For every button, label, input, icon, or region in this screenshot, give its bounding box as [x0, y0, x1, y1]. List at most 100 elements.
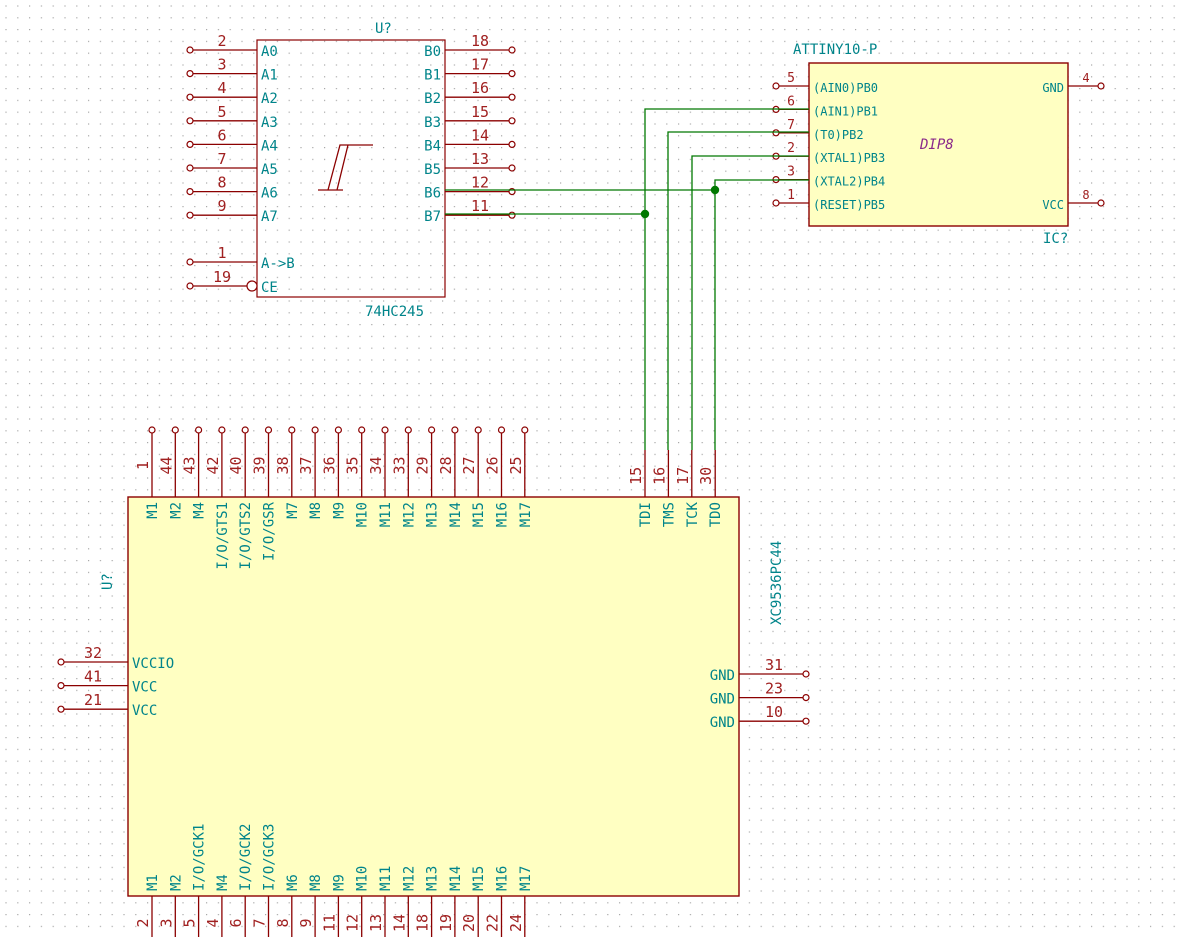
pin-terminal[interactable] [171, 426, 179, 434]
xc-pin-39[interactable]: 39I/O/GSR [251, 426, 278, 561]
wire-tms-pb2[interactable] [667, 131, 809, 450]
pin-terminal[interactable] [186, 164, 194, 172]
pin-terminal[interactable] [288, 426, 296, 434]
xc-pin-4[interactable]: 4M4 [204, 874, 231, 937]
pin-terminal[interactable] [1097, 199, 1105, 207]
xc-pin-42[interactable]: 42I/O/GTS1 [204, 426, 231, 569]
pin-terminal[interactable] [186, 211, 194, 219]
symbol-xc9536[interactable]: U? XC9536PC44 1M144M243M442I/O/GTS140I/O… [57, 426, 810, 937]
attiny-pin-1[interactable]: 1(RESET)PB5 [772, 188, 885, 212]
pin-terminal[interactable] [772, 199, 780, 207]
pin-terminal[interactable] [358, 426, 366, 434]
pin-terminal[interactable] [508, 93, 516, 101]
pin-terminal[interactable] [241, 426, 249, 434]
pin-terminal[interactable] [508, 46, 516, 54]
pin-terminal[interactable] [311, 426, 319, 434]
xc-pin-1[interactable]: 1M1 [134, 426, 161, 519]
wire-tck-pb3[interactable] [691, 155, 809, 450]
pin-terminal[interactable] [1097, 82, 1105, 90]
pin-terminal[interactable] [802, 693, 810, 702]
pin-terminal[interactable] [451, 426, 459, 434]
u74-pin-6[interactable]: 6A4 [186, 126, 278, 154]
pin-terminal[interactable] [57, 658, 65, 666]
u74-pin-2[interactable]: 2A0 [186, 32, 278, 60]
pin-terminal[interactable] [218, 426, 226, 434]
pin-terminal[interactable] [772, 129, 780, 137]
wire-tdi-pb1[interactable] [644, 108, 809, 450]
pin-terminal[interactable] [148, 426, 156, 434]
attiny-pin-7[interactable]: 7(T0)PB2 [772, 118, 864, 142]
pin-terminal[interactable] [772, 82, 780, 90]
pin-terminal[interactable] [186, 117, 194, 125]
xc-pin-9[interactable]: 9M8 [297, 874, 324, 937]
pin-terminal[interactable] [186, 69, 194, 78]
u74-pin-3[interactable]: 3A1 [186, 56, 278, 84]
pin-terminal[interactable] [186, 188, 194, 196]
u74-pin-7[interactable]: 7A5 [186, 150, 278, 178]
attiny-pin-5[interactable]: 5(AIN0)PB0 [772, 71, 878, 95]
pin-terminal[interactable] [428, 426, 436, 434]
u74-pin-1[interactable]: 1A->B [186, 244, 295, 272]
u74-pin-5[interactable]: 5A3 [186, 103, 278, 131]
pin-terminal[interactable] [802, 670, 810, 678]
pin-terminal[interactable] [186, 46, 194, 54]
pin-terminal[interactable] [195, 426, 203, 434]
xc-pin-7[interactable]: 7I/O/GCK3 [251, 824, 278, 937]
pin-terminal[interactable] [404, 426, 412, 434]
pin-terminal[interactable] [186, 282, 194, 290]
u74-pin-4[interactable]: 4A2 [186, 79, 278, 107]
pin-terminal[interactable] [186, 140, 194, 148]
u74-pin-9[interactable]: 9A7 [186, 197, 278, 225]
pin-terminal[interactable] [521, 426, 529, 434]
xc-pin-3[interactable]: 3M2 [157, 874, 184, 937]
pin-terminal[interactable] [381, 426, 389, 434]
pin-terminal[interactable] [334, 426, 342, 434]
symbol-attiny10[interactable]: ATTINY10-P IC? DIP8 5(AIN0)PB06(AIN1)PB1… [772, 42, 1105, 247]
u74-pin-8[interactable]: 8A6 [186, 174, 278, 202]
pin-terminal[interactable] [802, 717, 810, 725]
pin-terminal[interactable] [508, 164, 516, 172]
xc-pin-40[interactable]: 40I/O/GTS2 [227, 426, 254, 569]
pin-terminal[interactable] [57, 705, 65, 713]
wire-tdo-pb4[interactable] [714, 179, 809, 450]
pin-terminal[interactable] [57, 681, 65, 690]
xc-pin-8[interactable]: 8M6 [274, 874, 301, 937]
